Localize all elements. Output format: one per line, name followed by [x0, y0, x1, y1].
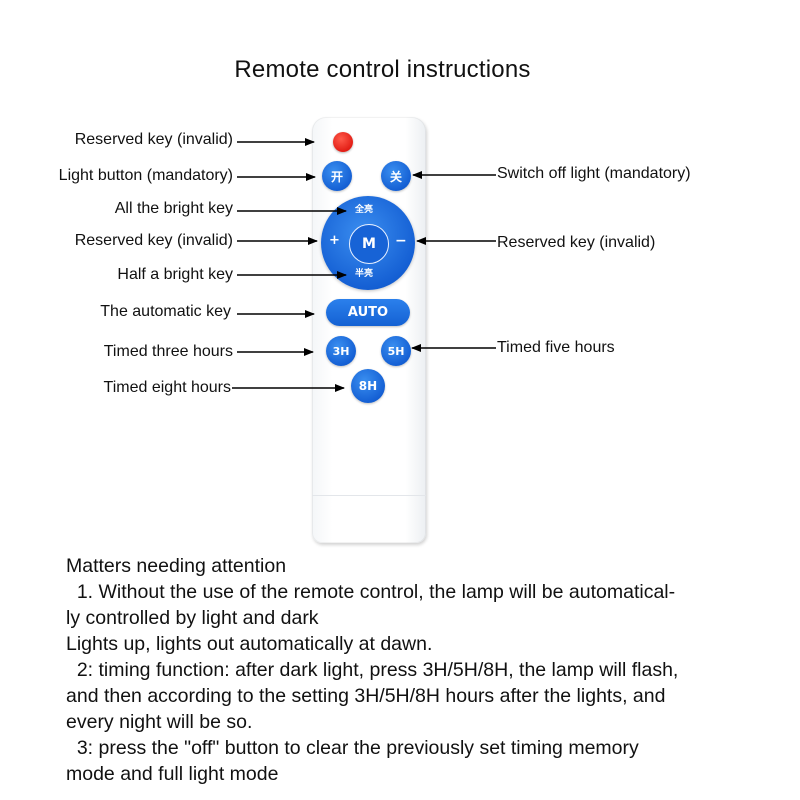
- auto-button[interactable]: AUTO: [326, 299, 410, 326]
- notes-line: and then according to the setting 3H/5H/…: [66, 685, 666, 707]
- notes-section: Matters needing attention 1. Without the…: [66, 553, 796, 787]
- remote-seam: [312, 495, 426, 496]
- timer-8h-button[interactable]: 8H: [351, 369, 385, 403]
- label-reserved-right: Reserved key (invalid): [497, 234, 656, 251]
- notes-line: mode and full light mode: [66, 763, 279, 785]
- label-half-bright: Half a bright key: [117, 266, 233, 283]
- half-bright-key[interactable]: 半亮: [355, 269, 374, 279]
- notes-line: 2: timing function: after dark light, pr…: [66, 659, 679, 681]
- label-timed-five: Timed five hours: [497, 339, 615, 356]
- mode-key[interactable]: M: [349, 224, 389, 264]
- minus-key[interactable]: −: [395, 233, 407, 249]
- label-automatic: The automatic key: [100, 303, 231, 320]
- notes-heading: Matters needing attention: [66, 555, 287, 577]
- label-reserved-top: Reserved key (invalid): [74, 131, 233, 148]
- notes-line: every night will be so.: [66, 711, 253, 733]
- notes-line: 1. Without the use of the remote control…: [66, 581, 676, 603]
- notes-line: ly controlled by light and dark: [66, 607, 319, 629]
- light-on-button[interactable]: 开: [322, 161, 352, 191]
- label-switch-off: Switch off light (mandatory): [497, 165, 691, 182]
- notes-line: 3: press the "off" button to clear the p…: [66, 737, 639, 759]
- notes-line: Lights up, lights out automatically at d…: [66, 633, 433, 655]
- page-title: Remote control instructions: [234, 56, 531, 83]
- timer-5h-button[interactable]: 5H: [381, 336, 411, 366]
- label-all-bright: All the bright key: [114, 200, 233, 217]
- plus-key[interactable]: +: [329, 233, 340, 248]
- label-reserved-left: Reserved key (invalid): [74, 232, 233, 249]
- label-timed-eight: Timed eight hours: [103, 379, 231, 396]
- timer-3h-button[interactable]: 3H: [326, 336, 356, 366]
- light-off-button[interactable]: 关: [381, 161, 411, 191]
- all-bright-key[interactable]: 全亮: [355, 205, 374, 215]
- label-timed-three: Timed three hours: [103, 343, 233, 360]
- reserved-red-key[interactable]: [333, 132, 353, 152]
- label-light-button: Light button (mandatory): [58, 167, 233, 184]
